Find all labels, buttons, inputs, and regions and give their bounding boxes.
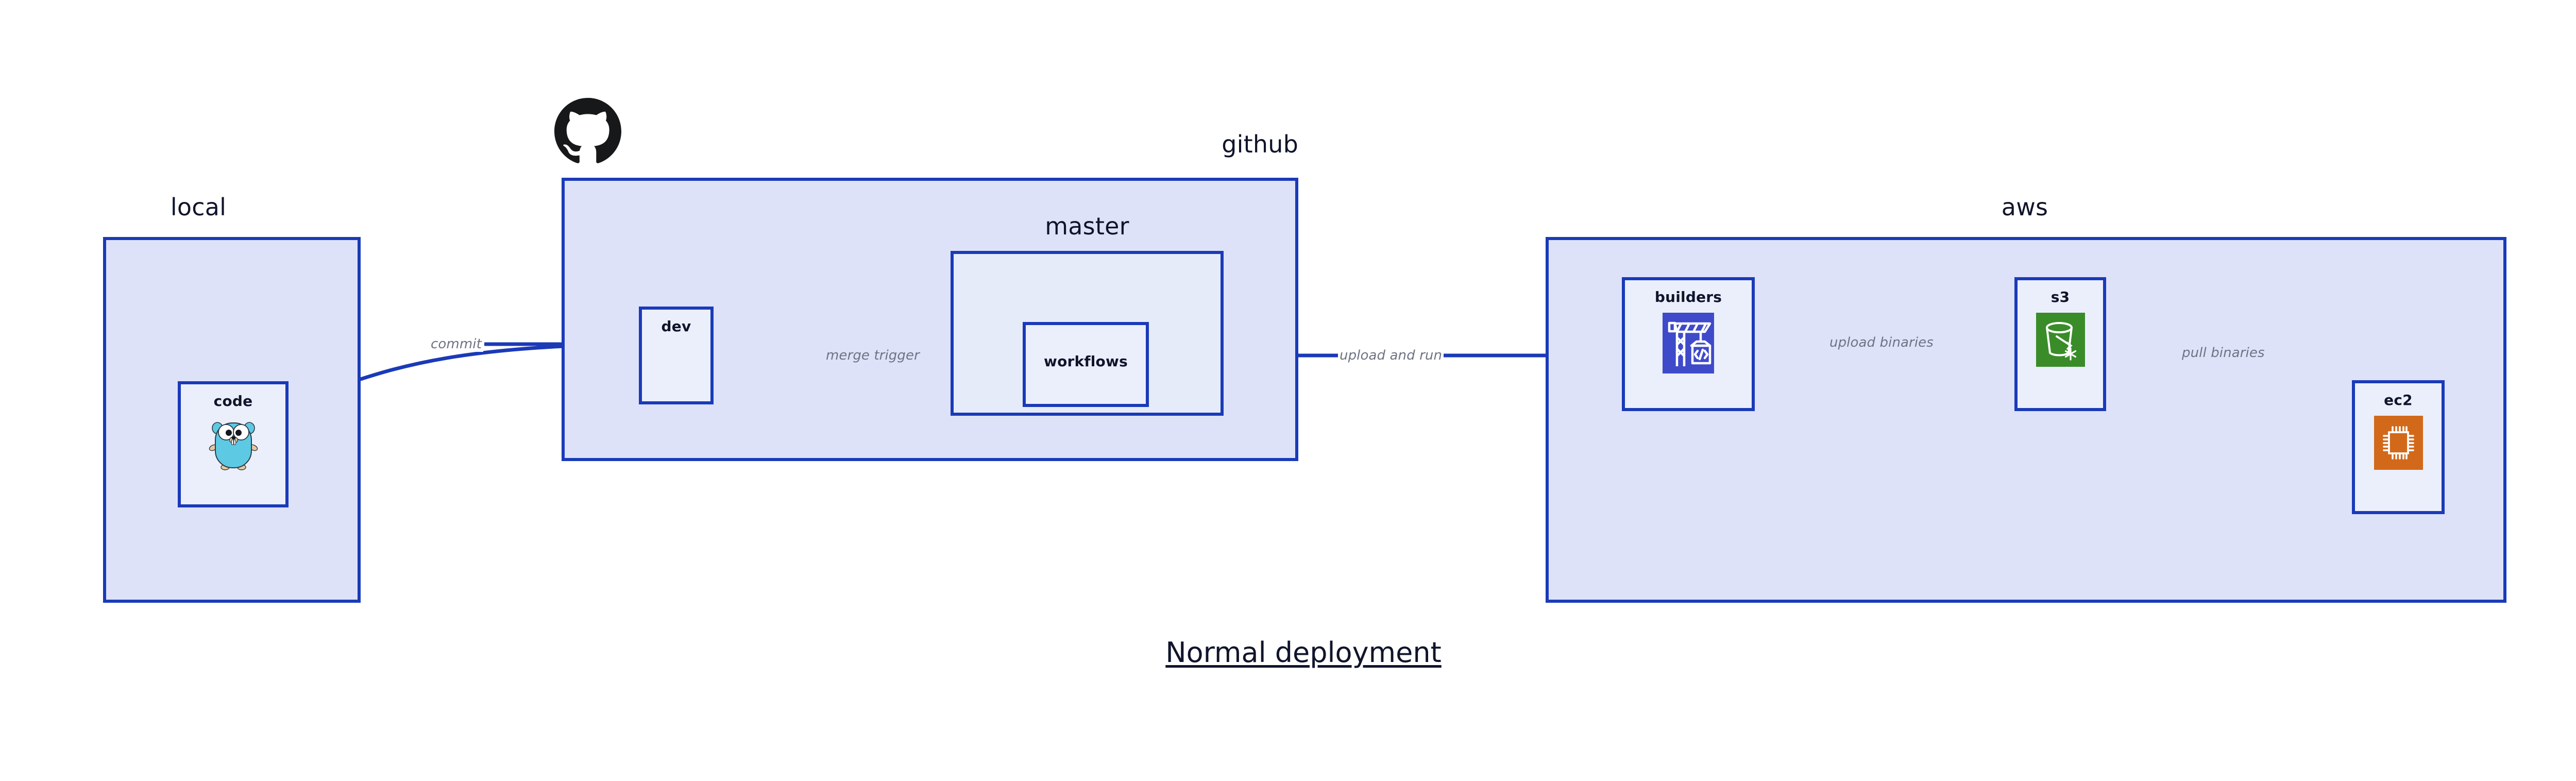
group-label-master: master bbox=[1045, 212, 1129, 240]
group-label-local: local bbox=[170, 193, 227, 221]
node-ec2-label: ec2 bbox=[2384, 392, 2413, 409]
group-label-aws: aws bbox=[2001, 193, 2048, 221]
edge-label-commit: commit bbox=[429, 336, 483, 352]
node-ec2[interactable]: ec2 bbox=[2352, 380, 2445, 514]
go-gopher-icon bbox=[209, 417, 258, 472]
group-label-github: github bbox=[1222, 130, 1298, 158]
node-code-label: code bbox=[213, 393, 253, 410]
node-builders-label: builders bbox=[1654, 288, 1722, 305]
node-workflows-label: workflows bbox=[1044, 353, 1128, 370]
node-workflows[interactable]: workflows bbox=[1023, 322, 1149, 407]
edge-label-pull-binaries: pull binaries bbox=[2180, 345, 2266, 361]
node-s3-label: s3 bbox=[2050, 288, 2070, 305]
cpu-chip-icon bbox=[2374, 416, 2423, 472]
crane-code-icon bbox=[1663, 313, 1714, 376]
edge-label-upload-and-run: upload and run bbox=[1338, 348, 1444, 363]
github-octocat-icon bbox=[554, 98, 621, 167]
node-s3[interactable]: s3 bbox=[2014, 277, 2106, 411]
node-builders[interactable]: builders bbox=[1622, 277, 1755, 411]
node-code[interactable]: code bbox=[178, 381, 289, 507]
edge-label-merge-trigger: merge trigger bbox=[824, 348, 921, 363]
node-dev-label: dev bbox=[661, 318, 691, 335]
edge-label-upload-binaries: upload binaries bbox=[1828, 335, 1935, 350]
node-dev[interactable]: dev bbox=[639, 307, 714, 404]
s3-bucket-icon bbox=[2036, 313, 2085, 369]
diagram-title: Normal deployment bbox=[1165, 636, 1442, 669]
